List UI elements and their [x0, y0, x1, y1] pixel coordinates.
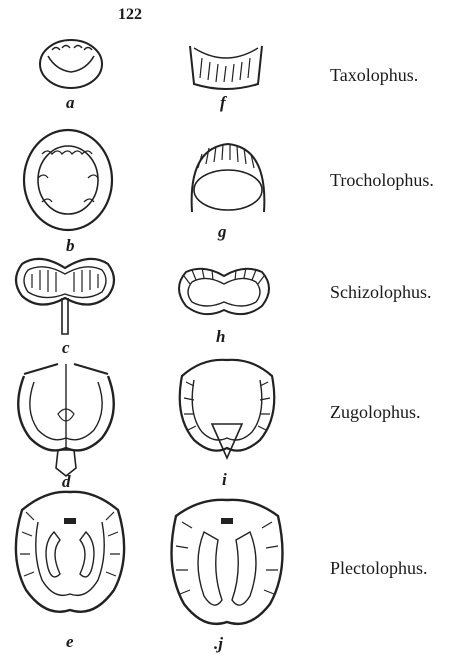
figure-letter-f: f [220, 93, 226, 113]
figure-b-trocholophus-dorsal [20, 124, 116, 236]
page-number: 122 [118, 6, 142, 24]
figure-h-schizolophus-lateral [170, 262, 278, 322]
figure-letter-i: i [222, 470, 227, 490]
row-label-taxolophus: Taxolophus. [330, 65, 418, 86]
figure-d-zugolophus-dorsal [10, 352, 122, 476]
row-label-plectolophus: Plectolophus. [330, 558, 428, 579]
figure-letter-h: h [216, 327, 225, 347]
figure-e-plectolophus-dorsal [8, 482, 132, 622]
figure-j-plectolophus-lateral [164, 492, 290, 632]
figure-i-zugolophus-lateral [172, 352, 282, 464]
figure-g-trocholophus-lateral [182, 138, 274, 216]
figure-letter-g: g [218, 222, 227, 242]
figure-a-taxolophus-dorsal [36, 36, 106, 92]
figure-letter-e: e [66, 632, 74, 652]
figure-letter-j: .j [214, 634, 223, 654]
row-label-trocholophus: Trocholophus. [330, 170, 434, 191]
figure-letter-a: a [66, 93, 75, 113]
figure-c-schizolophus-dorsal [10, 252, 120, 340]
row-label-zugolophus: Zugolophus. [330, 402, 421, 423]
figure-f-taxolophus-lateral [186, 38, 266, 94]
row-label-schizolophus: Schizolophus. [330, 282, 432, 303]
